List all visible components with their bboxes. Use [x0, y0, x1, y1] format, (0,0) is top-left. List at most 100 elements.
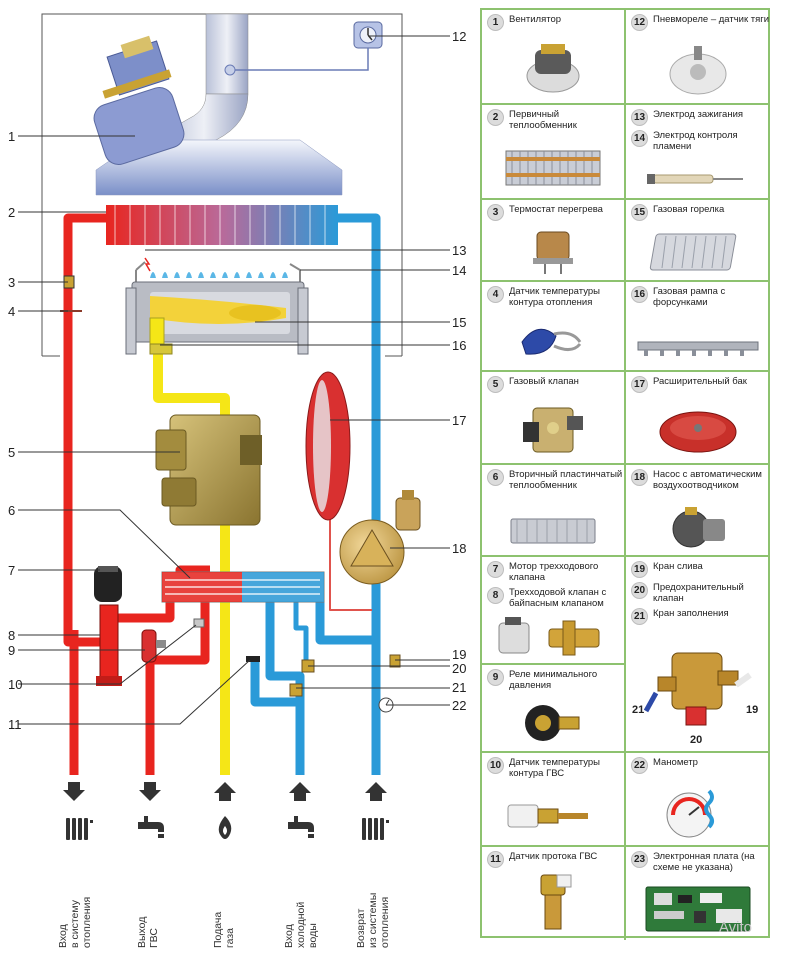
ignition-spark — [144, 257, 151, 272]
legend-entry: 9 Реле минимального давления — [487, 669, 624, 691]
svg-text:в систему: в систему — [69, 899, 81, 948]
combustion-hood — [95, 139, 343, 196]
legend-text: Пневмореле – датчик тяги — [653, 14, 770, 25]
callout-numbers: 1 2 3 4 5 6 7 8 9 10 11 12 13 14 15 16 1… — [8, 29, 466, 732]
svg-text:Подача: Подача — [212, 912, 224, 948]
legend-text: Предохранительный клапан — [653, 582, 744, 604]
number-badge: 20 — [631, 582, 648, 599]
radiator-icon — [66, 818, 93, 840]
legend-text: Реле минимального давления — [509, 669, 598, 691]
thermostat-photo — [533, 231, 573, 274]
callout-19: 19 — [452, 647, 466, 662]
number-badge: 9 — [487, 669, 504, 686]
callout-12: 12 — [452, 29, 466, 44]
number-badge: 22 — [631, 757, 648, 774]
gas-valve — [155, 414, 262, 526]
pressure-relay-photo — [525, 705, 580, 741]
legend-text: Вторичный пластинчатый теплообменник — [509, 469, 623, 491]
number-badge: 10 — [487, 757, 504, 774]
callout-5: 5 — [8, 445, 15, 460]
svg-text:воды: воды — [307, 923, 319, 948]
callout-17: 17 — [452, 413, 466, 428]
burner-flames — [150, 272, 288, 278]
flow-arrows — [63, 782, 387, 801]
number-badge: 11 — [487, 851, 504, 868]
hot-tap-icon — [138, 816, 164, 838]
gas-valve-photo — [523, 407, 583, 453]
three-way-valve-photo — [498, 617, 600, 656]
legend-cell-min-pressure-relay: 9 Реле минимального давления — [482, 665, 626, 753]
callout-15: 15 — [452, 315, 466, 330]
callout-22: 22 — [452, 698, 466, 713]
number-badge: 6 — [487, 469, 504, 486]
plate-hx-photo — [510, 518, 596, 544]
svg-text:отопления: отопления — [379, 897, 391, 948]
fan-photo — [526, 44, 580, 93]
radiator-return-icon — [362, 818, 389, 840]
callout-16: 16 — [452, 338, 466, 353]
legend-text: Кран слива — [653, 561, 703, 572]
bottom-label-dhw-out: Выход ГВС — [136, 917, 160, 948]
number-badge: 4 — [487, 286, 504, 303]
gas-flame-icon — [218, 816, 232, 839]
pipes — [63, 213, 381, 775]
callout-21: 21 — [452, 680, 466, 695]
pump — [339, 490, 421, 585]
legend-text: Электронная плата (на схеме не указана) — [653, 851, 755, 873]
gas-burner — [125, 281, 309, 355]
bottom-label-heating-return: Возврат из системы отопления — [355, 893, 391, 948]
bottom-label-cold-in: Вход холодной воды — [283, 902, 319, 948]
legend-text: Вентилятор — [509, 14, 562, 25]
callout-7: 7 — [8, 563, 15, 578]
callout-13: 13 — [452, 243, 466, 258]
legend-text: Газовый клапан — [509, 376, 579, 387]
gas-rail-photo — [637, 341, 759, 356]
svg-text:Вход: Вход — [283, 924, 295, 948]
expansion-tank-photo — [659, 411, 737, 453]
watermark: Avito — [718, 919, 752, 936]
legend-text: Первичный теплообменник — [509, 109, 577, 131]
manometer-photo — [666, 789, 714, 838]
valve-label-20: 20 — [690, 734, 702, 746]
legend-entry: 6 Вторичный пластинчатый теплообменник — [487, 469, 624, 491]
service-valves — [289, 654, 401, 697]
legend-cell-flow-sensor: 11 Датчик протока ГВС — [482, 847, 626, 940]
pressure-switch-photo — [669, 46, 727, 95]
number-badge: 16 — [631, 286, 648, 303]
burner-photo — [649, 233, 737, 271]
legend-cell-primary-hx: 2 Первичный теплообменник — [482, 105, 626, 200]
svg-text:Выход: Выход — [136, 917, 148, 948]
number-badge: 8 — [487, 587, 504, 604]
callout-10: 10 — [8, 677, 22, 692]
dhw-flow-sensor — [246, 656, 260, 662]
valve-label-19: 19 — [746, 704, 758, 716]
number-badge: 17 — [631, 376, 648, 393]
number-badge: 18 — [631, 469, 648, 486]
dhw-temp-sensor — [193, 618, 205, 628]
number-badge: 21 — [631, 608, 648, 625]
pump-photo — [672, 507, 725, 548]
electrode-photo — [647, 174, 743, 184]
expansion-tank — [305, 371, 351, 521]
callout-2: 2 — [8, 205, 15, 220]
number-badge: 2 — [487, 109, 504, 126]
legend-text: Датчик протока ГВС — [509, 851, 598, 862]
legend-entry: 11 Датчик протока ГВС — [487, 851, 624, 868]
